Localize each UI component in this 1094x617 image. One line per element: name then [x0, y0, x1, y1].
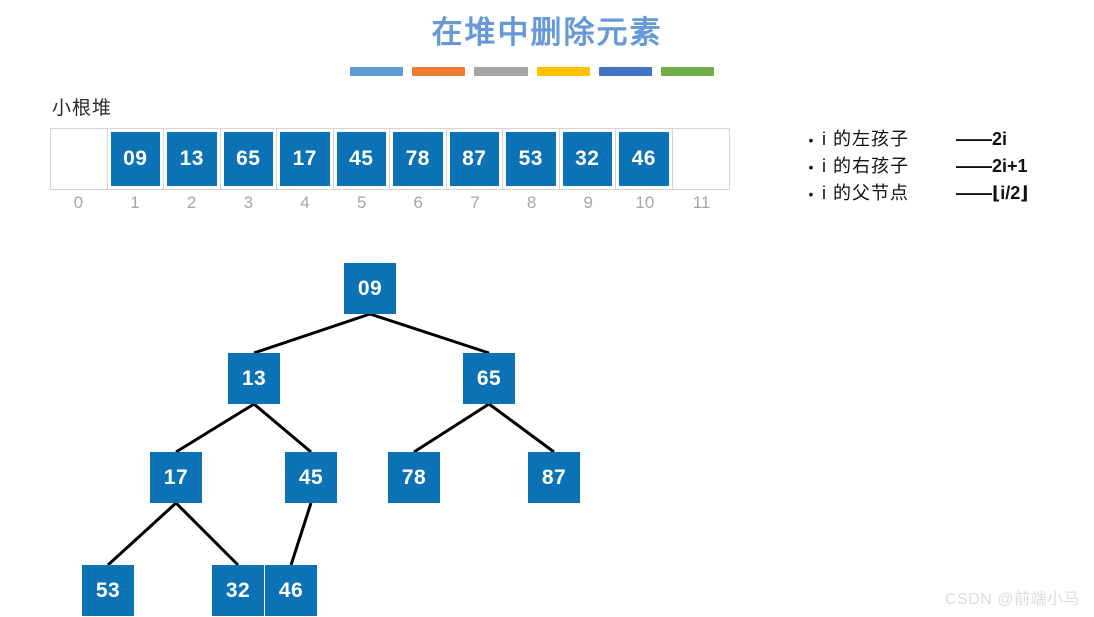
- formula-expression: ——2i+1: [956, 156, 1028, 176]
- array-index-6: 6: [413, 193, 423, 212]
- array-cell-3[interactable]: 65: [221, 129, 277, 189]
- array-index-4: 4: [300, 193, 310, 212]
- formula-description: i 的右孩子: [822, 156, 909, 176]
- tree-edge-n4-n9: [174, 501, 240, 567]
- tree-edge-n2-n5: [253, 402, 312, 454]
- formula-expression: ——2i: [956, 129, 1008, 149]
- page-title: 在堆中删除元素: [431, 15, 663, 50]
- array-index-11: 11: [692, 193, 711, 212]
- array-index-7: 7: [470, 193, 480, 212]
- bar-gray: [474, 67, 528, 76]
- array-index-8: 8: [526, 193, 537, 212]
- bar-blue: [598, 67, 652, 76]
- tree-node-65[interactable]: 65: [463, 353, 515, 404]
- csdn-watermark: CSDN @前端小马: [944, 591, 1080, 608]
- bar-light-blue: [350, 67, 404, 76]
- tree-edge-n4-n8: [106, 501, 178, 567]
- tree-node-17[interactable]: 17: [150, 452, 202, 503]
- array-cell-value: 09: [110, 132, 160, 186]
- tree-edge-n2-n4: [175, 402, 255, 454]
- array-cell-value: 45: [336, 132, 386, 186]
- array-cell-6[interactable]: 78: [390, 129, 447, 189]
- tree-node-53[interactable]: 53: [82, 565, 134, 616]
- formula-item-1: • i 的右孩子 ——2i+1: [800, 152, 1090, 179]
- bar-orange: [412, 67, 466, 76]
- array-index-row: 0 1 2 3 4 5 6 7 8 9 10 11: [50, 193, 730, 213]
- array-cell-value: [676, 132, 727, 186]
- tree-edge-n3-n7: [488, 402, 555, 454]
- index-formula-list: • i 的左孩子 ——2i • i 的右孩子 ——2i+1 • i 的父节点 ——⌊i/2⌋: [800, 125, 1090, 206]
- tree-edge-n1-n2: [253, 312, 371, 355]
- tree-node-45[interactable]: 45: [285, 452, 337, 503]
- array-cell-value: 65: [223, 132, 273, 186]
- array-cell-2[interactable]: 13: [164, 129, 221, 189]
- array-index-5: 5: [356, 193, 367, 212]
- bar-green: [660, 67, 715, 76]
- bullet-icon: •: [808, 132, 814, 148]
- array-cell-value: [54, 132, 104, 186]
- title-accent-bars: [350, 67, 715, 76]
- formula-item-2: • i 的父节点 ——⌊i/2⌋: [800, 179, 1090, 206]
- formula-item-0: • i 的左孩子 ——2i: [800, 125, 1090, 152]
- bullet-icon: •: [808, 159, 814, 175]
- tree-node-09[interactable]: 09: [344, 263, 396, 314]
- formula-expression: ——⌊i/2⌋: [956, 183, 1029, 203]
- array-cell-0[interactable]: [51, 129, 108, 189]
- bar-yellow: [536, 67, 590, 76]
- array-cell-11[interactable]: [673, 129, 730, 189]
- tree-edge-n1-n3: [369, 312, 490, 355]
- tree-node-13[interactable]: 13: [228, 353, 280, 404]
- formula-description: i 的左孩子: [822, 129, 909, 149]
- array-cell-value: 53: [506, 132, 556, 186]
- array-cell-7[interactable]: 87: [447, 129, 503, 189]
- array-cell-value: 32: [562, 132, 612, 186]
- array-cell-9[interactable]: 32: [560, 129, 616, 189]
- tree-node-87[interactable]: 87: [528, 452, 580, 503]
- array-index-0: 0: [73, 193, 84, 212]
- array-cell-1[interactable]: 09: [108, 129, 164, 189]
- array-index-10: 10: [635, 193, 655, 212]
- tree-edge-n3-n6: [413, 402, 490, 454]
- heap-type-label: 小根堆: [52, 98, 113, 119]
- array-index-2: 2: [186, 193, 197, 212]
- tree-node-78[interactable]: 78: [388, 452, 440, 503]
- tree-node-32[interactable]: 32: [212, 565, 264, 616]
- array-cell-value: 13: [167, 132, 217, 186]
- array-cell-8[interactable]: 53: [503, 129, 560, 189]
- array-cell-value: 87: [449, 132, 499, 186]
- array-cell-value: 78: [393, 132, 443, 186]
- array-cell-4[interactable]: 17: [277, 129, 334, 189]
- array-cell-value: 46: [619, 132, 669, 186]
- formula-description: i 的父节点: [822, 183, 909, 203]
- array-index-1: 1: [130, 193, 140, 212]
- array-cell-5[interactable]: 45: [334, 129, 390, 189]
- array-cell-value: 17: [280, 132, 330, 186]
- bullet-icon: •: [808, 186, 814, 202]
- array-index-3: 3: [243, 193, 254, 212]
- tree-node-46[interactable]: 46: [265, 565, 317, 616]
- tree-edge-n5-n10: [289, 502, 313, 566]
- array-index-9: 9: [583, 193, 593, 212]
- array-cell-10[interactable]: 46: [616, 129, 673, 189]
